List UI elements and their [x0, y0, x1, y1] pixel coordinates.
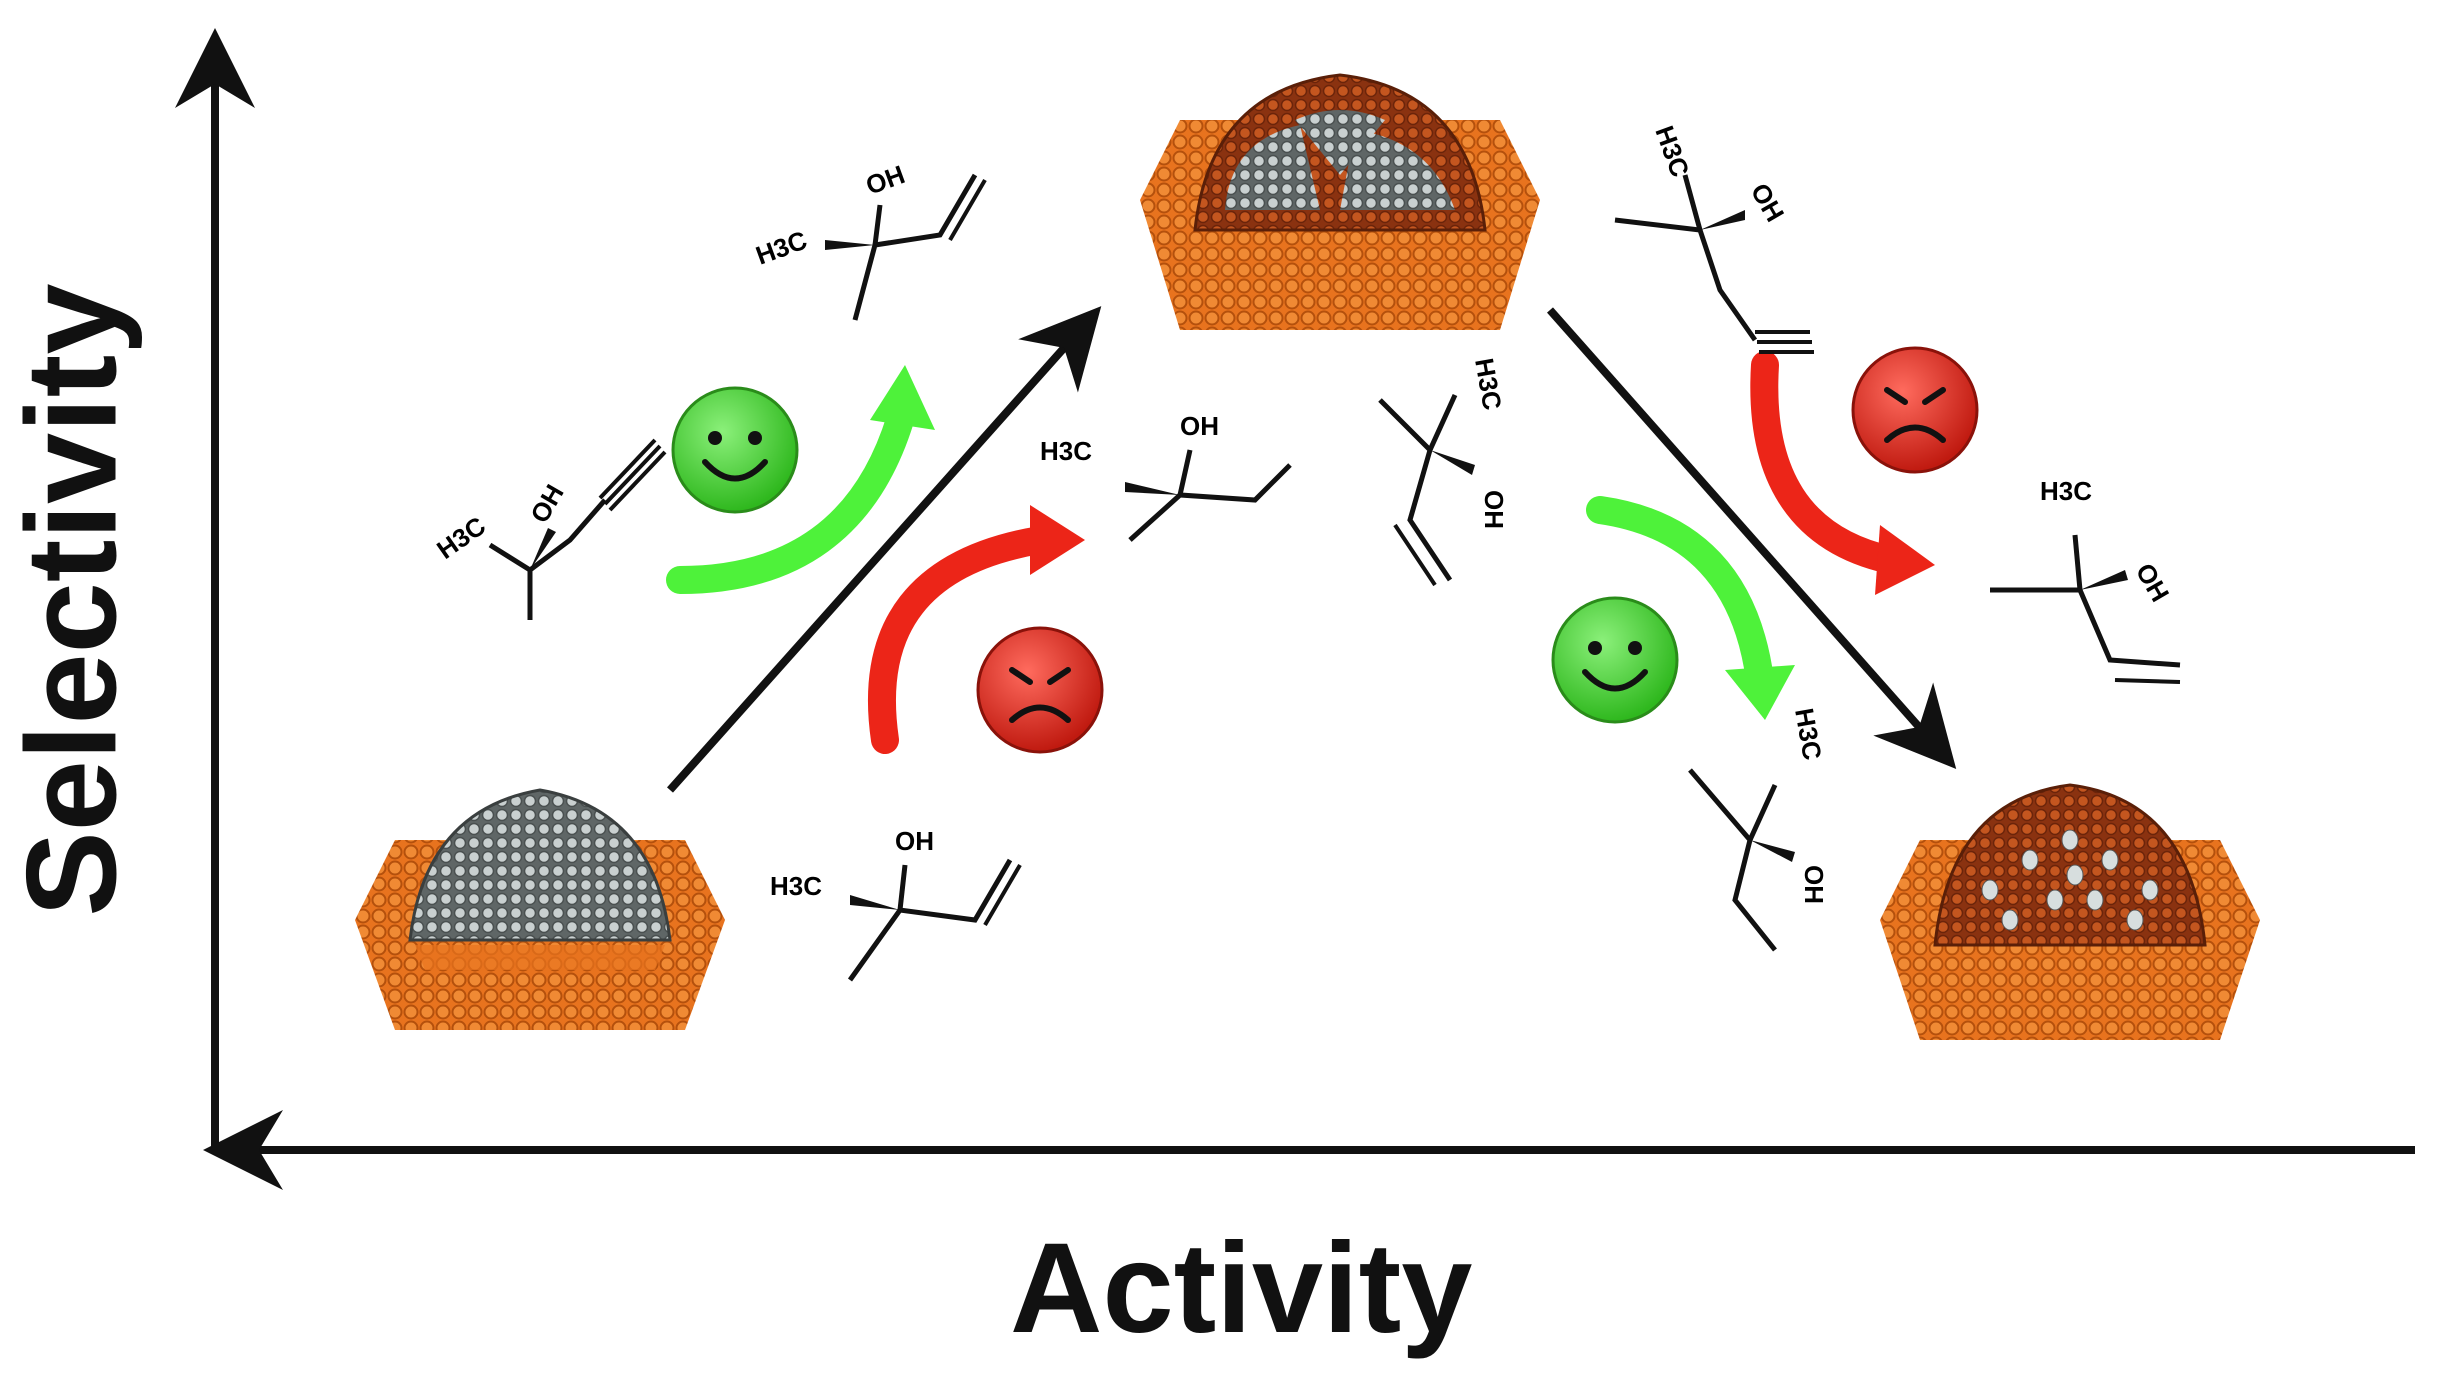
molecule-alkene-right: H3C OH	[1990, 476, 2181, 684]
smiley-icon	[671, 386, 799, 514]
svg-text:H3C: H3C	[770, 871, 822, 901]
red-curved-arrow-left	[867, 526, 1054, 754]
svg-text:OH: OH	[895, 826, 934, 856]
green-arrowhead-right	[1725, 665, 1795, 720]
frown-icon	[1851, 346, 1979, 474]
svg-text:H3C: H3C	[1649, 122, 1695, 181]
molecule-alkene-top-left: H3C OH	[752, 159, 987, 321]
svg-text:OH: OH	[1180, 411, 1219, 441]
arrow-down-to-right-catalyst	[1547, 307, 1957, 769]
svg-text:H3C: H3C	[2040, 476, 2092, 506]
axes	[175, 28, 2415, 1190]
green-curved-arrow-right	[1586, 496, 1774, 694]
svg-text:H3C: H3C	[752, 225, 811, 271]
svg-text:OH: OH	[524, 479, 569, 528]
green-arrowhead-left	[870, 365, 935, 430]
smiley-icon	[1551, 596, 1679, 724]
svg-text:OH: OH	[1799, 865, 1829, 904]
catalyst-fully-covered-particle	[1880, 783, 2260, 1040]
svg-text:OH: OH	[1479, 490, 1509, 529]
y-axis-title: Selectivity	[0, 283, 144, 917]
molecule-alkane-middle: H3C OH	[1040, 411, 1292, 542]
red-arrowhead-left	[1030, 505, 1085, 575]
molecule-alkane-bottom-right: H3C OH	[1688, 706, 1829, 952]
svg-text:H3C: H3C	[1469, 356, 1508, 413]
red-curved-arrow-right	[1750, 351, 1904, 574]
x-axis-title: Activity	[1010, 1217, 1473, 1360]
svg-text:H3C: H3C	[431, 510, 491, 565]
red-arrowhead-right	[1875, 525, 1935, 595]
svg-text:OH: OH	[1745, 178, 1790, 227]
frown-icon	[976, 626, 1104, 754]
catalyst-bare-metal-particle	[355, 788, 725, 1030]
molecule-alkene-bottom-left: H3C OH	[770, 826, 1022, 982]
molecule-alkyne-left: H3C OH	[431, 438, 667, 620]
green-curved-arrow-left	[666, 406, 914, 594]
svg-text:OH: OH	[862, 159, 909, 201]
molecule-alkene-center: H3C OH	[1378, 356, 1509, 587]
arrow-up-to-middle-catalyst	[667, 306, 1102, 793]
svg-text:OH: OH	[2130, 558, 2175, 607]
catalyst-partially-covered-particle	[1140, 73, 1540, 330]
svg-text:H3C: H3C	[1789, 706, 1828, 763]
molecule-alkyne-top-right: H3C OH	[1614, 122, 1814, 354]
svg-text:H3C: H3C	[1040, 436, 1092, 466]
